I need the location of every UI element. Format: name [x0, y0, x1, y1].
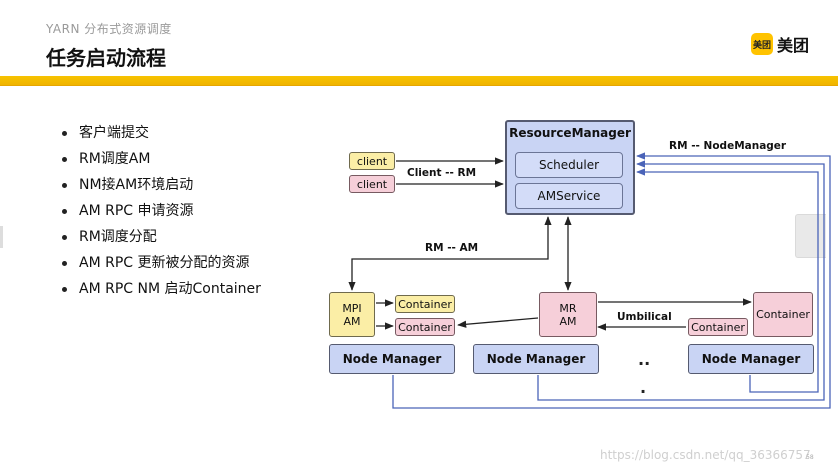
node-manager-1-label: Node Manager — [342, 352, 442, 366]
node-manager-2-label: Node Manager — [486, 352, 586, 366]
ellipsis-mark: .. — [638, 350, 651, 369]
page-number: 58 — [806, 454, 814, 461]
left-edge-marker — [0, 226, 3, 248]
scheduler-box: Scheduler — [515, 152, 623, 178]
container-right-small-label: Container — [691, 320, 745, 334]
logo-text: 美团 — [777, 36, 810, 55]
link-rm-nm2 — [537, 160, 825, 401]
step-item: RM调度分配 — [60, 224, 261, 250]
client-yellow-box: client — [349, 152, 395, 170]
mr-am-box: MR AM — [539, 292, 597, 337]
container-yellow-label: Container — [398, 297, 452, 311]
slide-title: 任务启动流程 — [46, 46, 166, 70]
meituan-logo: 美团 美团 — [751, 32, 809, 56]
ellipsis-mark-low: . — [640, 378, 647, 397]
step-item: NM接AM环境启动 — [60, 172, 261, 198]
logo-mark: 美团 — [751, 33, 773, 55]
container-yellow-box: Container — [395, 295, 455, 313]
side-scroll-tab[interactable] — [795, 214, 826, 258]
label-umbilical: Umbilical — [617, 311, 672, 323]
step-item: AM RPC NM 启动Container — [60, 276, 261, 302]
node-manager-3: Node Manager — [688, 344, 814, 374]
mpi-am-line1: MPI — [342, 301, 362, 315]
watermark: https://blog.csdn.net/qq_36366757 — [600, 448, 811, 462]
link-rm-nm3 — [636, 168, 819, 393]
container-right-large-label: Container — [756, 308, 810, 321]
step-item: RM调度AM — [60, 146, 261, 172]
node-manager-2: Node Manager — [473, 344, 599, 374]
resource-manager-label: ResourceManager — [509, 126, 631, 140]
mr-am-line1: MR — [559, 301, 577, 315]
arrow-rm-mpi-am — [348, 216, 552, 291]
mr-am-line2: AM — [559, 314, 577, 328]
label-rm-nodemanager: RM -- NodeManager — [669, 140, 787, 152]
arrow-mr-container2 — [457, 317, 539, 328]
mpi-am-line2: AM — [343, 314, 361, 328]
header-accent-bar — [0, 76, 838, 86]
node-manager-1: Node Manager — [329, 344, 455, 374]
step-item: 客户端提交 — [60, 120, 261, 146]
step-item: AM RPC 申请资源 — [60, 198, 261, 224]
client-yellow-label: client — [356, 154, 388, 168]
label-rm-am: RM -- AM — [425, 242, 479, 254]
client-pink-box: client — [349, 175, 395, 193]
container-pink-box: Container — [395, 318, 455, 336]
label-client-rm: Client -- RM — [407, 167, 477, 179]
link-rm-nm1 — [392, 152, 831, 409]
scheduler-label: Scheduler — [538, 158, 600, 172]
container-right-small-box: Container — [688, 318, 748, 336]
slide-subtitle: YARN 分布式资源调度 — [46, 22, 172, 36]
container-pink-label: Container — [398, 320, 452, 334]
amservice-box: AMService — [515, 183, 623, 209]
client-pink-label: client — [356, 177, 388, 191]
step-list: 客户端提交 RM调度AM NM接AM环境启动 AM RPC 申请资源 RM调度分… — [60, 120, 261, 302]
step-item: AM RPC 更新被分配的资源 — [60, 250, 261, 276]
node-manager-3-label: Node Manager — [701, 352, 801, 366]
amservice-label: AMService — [537, 189, 601, 203]
container-right-large-box: Container — [753, 292, 813, 337]
mpi-am-box: MPI AM — [329, 292, 375, 337]
